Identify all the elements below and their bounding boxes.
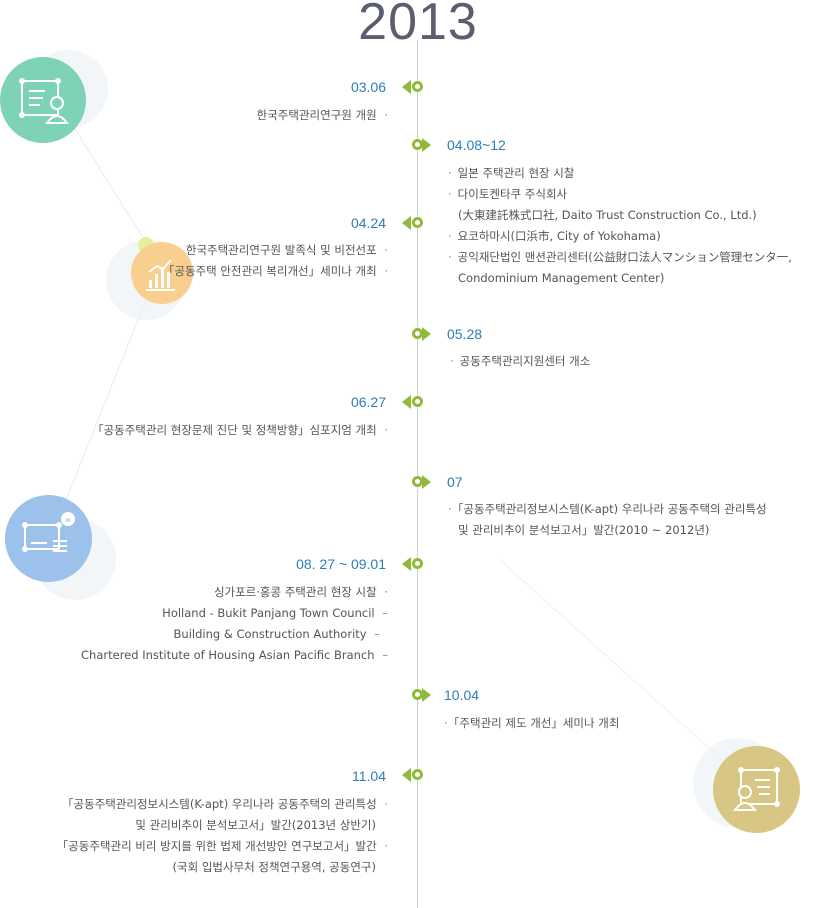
- event-item: 「주택관리 제도 개선」세미나 개최: [444, 713, 620, 734]
- event-item: 싱가포르·홍콩 주택관리 현장 시찰: [81, 582, 388, 603]
- event-items: 「공동주택관리 현장문제 진단 및 정책방향」심포지엄 개최: [92, 420, 388, 441]
- event-pointer: [402, 216, 411, 230]
- event-item: 「공동주택관리정보시스템(K-apt) 우리나라 공동주택의 관리특성: [57, 794, 388, 815]
- timeline-node: [412, 769, 423, 780]
- timeline-node: [412, 396, 423, 407]
- event-items: 「공동주택관리정보시스템(K-apt) 우리나라 공동주택의 관리특성 및 관리…: [448, 499, 767, 541]
- timeline-node: [412, 476, 423, 487]
- event-item: Chartered Institute of Housing Asian Pac…: [81, 645, 388, 666]
- event-pointer: [422, 327, 431, 341]
- event-date: 06.27: [350, 394, 386, 410]
- timeline-node: [412, 139, 423, 150]
- event-date: 04.08~12: [447, 137, 506, 153]
- event-pointer: [402, 768, 411, 782]
- event-item: Holland - Bukit Panjang Town Council: [81, 603, 388, 624]
- svg-text:w: w: [65, 516, 71, 524]
- event-item: 한국주택관리연구원 개원: [257, 105, 388, 126]
- event-items: 한국주택관리연구원 발족식 및 비전선포 「공동주택 안전관리 복리개선」세미나…: [163, 240, 388, 282]
- timeline-node: [412, 217, 423, 228]
- event-item: 「공동주택관리정보시스템(K-apt) 우리나라 공동주택의 관리특성: [448, 499, 767, 520]
- event-date: 11.04: [352, 768, 386, 784]
- event-item: 공익재단법인 맨션관리센터(公益財口法人マンション管理センタ一,: [448, 247, 792, 268]
- event-items: 공동주택관리지원센터 개소: [450, 351, 591, 372]
- event-date: 10.04: [444, 687, 480, 703]
- event-item: 「공동주택 안전관리 복리개선」세미나 개최: [163, 261, 388, 282]
- event-item: 및 관리비추이 분석보고서」발간(2010 ~ 2012년): [458, 523, 710, 537]
- event-item: 일본 주택관리 현장 시찰: [448, 163, 792, 184]
- event-pointer: [402, 557, 411, 571]
- event-item: 한국주택관리연구원 발족식 및 비전선포: [163, 240, 388, 261]
- event-pointer: [422, 475, 431, 489]
- timeline-node: [412, 81, 423, 92]
- timeline-node: [412, 558, 423, 569]
- event-items: 「주택관리 제도 개선」세미나 개최: [444, 713, 620, 734]
- event-pointer: [402, 395, 411, 409]
- event-date: 07: [447, 474, 463, 490]
- timeline-axis: [417, 40, 418, 908]
- event-item: 다이토켄타쿠 주식회사: [448, 184, 792, 205]
- event-date: 05.28: [447, 326, 483, 342]
- document-user-icon: [0, 57, 86, 143]
- event-item: Building & Construction Authority: [81, 624, 388, 645]
- event-item: 「공동주택관리 현장문제 진단 및 정책방향」심포지엄 개최: [92, 420, 388, 441]
- event-items: 싱가포르·홍콩 주택관리 현장 시찰 Holland - Bukit Panja…: [81, 582, 388, 666]
- timeline-node: [412, 689, 423, 700]
- event-item: 요코하마시(口浜市, City of Yokohama): [448, 226, 792, 247]
- presentation-icon: w: [5, 495, 92, 582]
- event-item: 공동주택관리지원센터 개소: [450, 351, 591, 372]
- timeline-node: [412, 328, 423, 339]
- event-pointer: [402, 80, 411, 94]
- event-pointer: [422, 688, 431, 702]
- event-item: (국회 입법사무처 정책연구용역, 공동연구): [172, 860, 376, 874]
- event-item: Condominium Management Center): [458, 271, 665, 285]
- event-pointer: [422, 138, 431, 152]
- event-items: 「공동주택관리정보시스템(K-apt) 우리나라 공동주택의 관리특성 및 관리…: [57, 794, 388, 878]
- event-date: 04.24: [350, 215, 386, 231]
- event-items: 한국주택관리연구원 개원: [257, 105, 388, 126]
- event-date: 03.06: [350, 79, 386, 95]
- event-item: 및 관리비추이 분석보고서」발간(2013년 상반기): [135, 818, 376, 832]
- event-items: 일본 주택관리 현장 시찰 다이토켄타쿠 주식회사 (大東建託株式口社, Dai…: [448, 163, 792, 289]
- year-heading: 2013: [358, 0, 478, 51]
- event-item: 「공동주택관리 비리 방지를 위한 법제 개선방안 연구보고서」발간: [57, 836, 388, 857]
- event-date: 08. 27 ~ 09.01: [296, 556, 386, 572]
- event-item: (大東建託株式口社, Daito Trust Construction Co.,…: [458, 208, 757, 222]
- user-document-icon: [713, 746, 800, 833]
